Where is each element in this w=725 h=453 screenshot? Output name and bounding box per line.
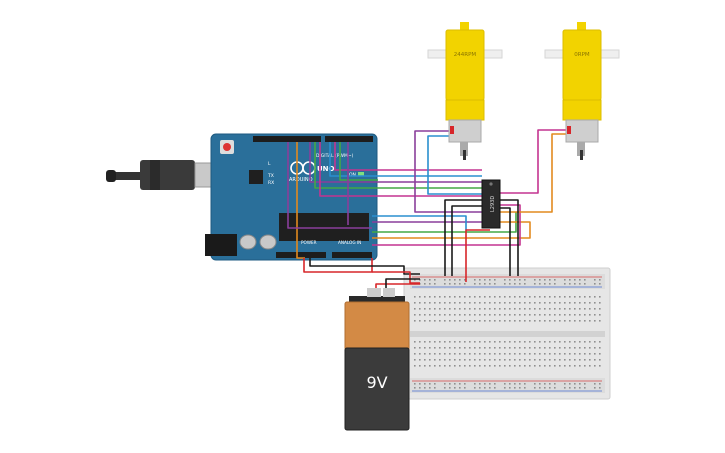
chip-label: L293D [490,196,496,212]
breadboard-holes [414,279,601,389]
power-jack [205,234,237,256]
analog-label: ANALOG IN [338,240,361,245]
wire-magenta-2[interactable] [334,142,482,171]
wire-black-2[interactable] [451,205,482,276]
wire-purple-1[interactable] [309,142,482,183]
wire-magenta-3[interactable] [372,204,521,246]
wire-green-3[interactable] [372,212,517,233]
wire-motor1-blue[interactable] [427,135,482,195]
wire-black-4[interactable] [500,207,511,276]
wire-motor2-orange[interactable] [500,133,570,213]
wire-magenta-1[interactable] [319,142,482,197]
power-header[interactable] [276,252,326,258]
arduino-logo-text: ARDUINO [289,177,313,183]
wire-purple-4[interactable] [372,212,497,223]
wire-motor2-magenta[interactable] [500,129,570,194]
tx-led-label: TX [267,173,274,179]
wire-blue-1[interactable] [329,142,482,177]
battery-label: 9V [366,373,387,392]
wire-red-5v[interactable] [303,258,373,273]
wire-motor1-purple[interactable] [414,130,482,213]
l293d-chip[interactable]: L293D [481,179,501,229]
l-led-label: L [268,161,271,167]
analog-header[interactable] [332,252,372,258]
wire-blue-2[interactable] [372,215,467,230]
wire-green-1[interactable] [314,142,482,189]
wire-green-2[interactable] [339,142,378,181]
battery-9v[interactable]: 9V [344,288,410,431]
dc-motor-2[interactable]: 0RPM [544,22,620,160]
power-label: POWER [301,240,317,245]
motor2-rpm: 0RPM [574,52,590,58]
wire-orange-1[interactable] [296,142,305,259]
arduino-uno-text: UNO [317,165,335,173]
wire-black-1[interactable] [444,199,482,276]
wire-black-3[interactable] [500,199,519,276]
wire-orange-2[interactable] [372,221,531,239]
breadboard[interactable] [403,267,611,400]
wire-red-power[interactable] [372,271,420,284]
on-led-label: ON [349,172,356,178]
wire-red-chip[interactable] [465,229,490,282]
atmega-chip [279,213,369,241]
wire-purple-2[interactable] [287,142,372,229]
rx-led-label: RX [268,180,274,186]
digital-header-right[interactable] [325,136,373,142]
arduino-board[interactable]: UNO ARDUINO DIGITAL (PWM~) POWER ANALOG … [205,133,378,261]
dc-motor-1[interactable]: 244RPM [427,22,503,160]
digital-header-left[interactable] [253,136,321,142]
motor1-rpm: 244RPM [454,52,477,58]
